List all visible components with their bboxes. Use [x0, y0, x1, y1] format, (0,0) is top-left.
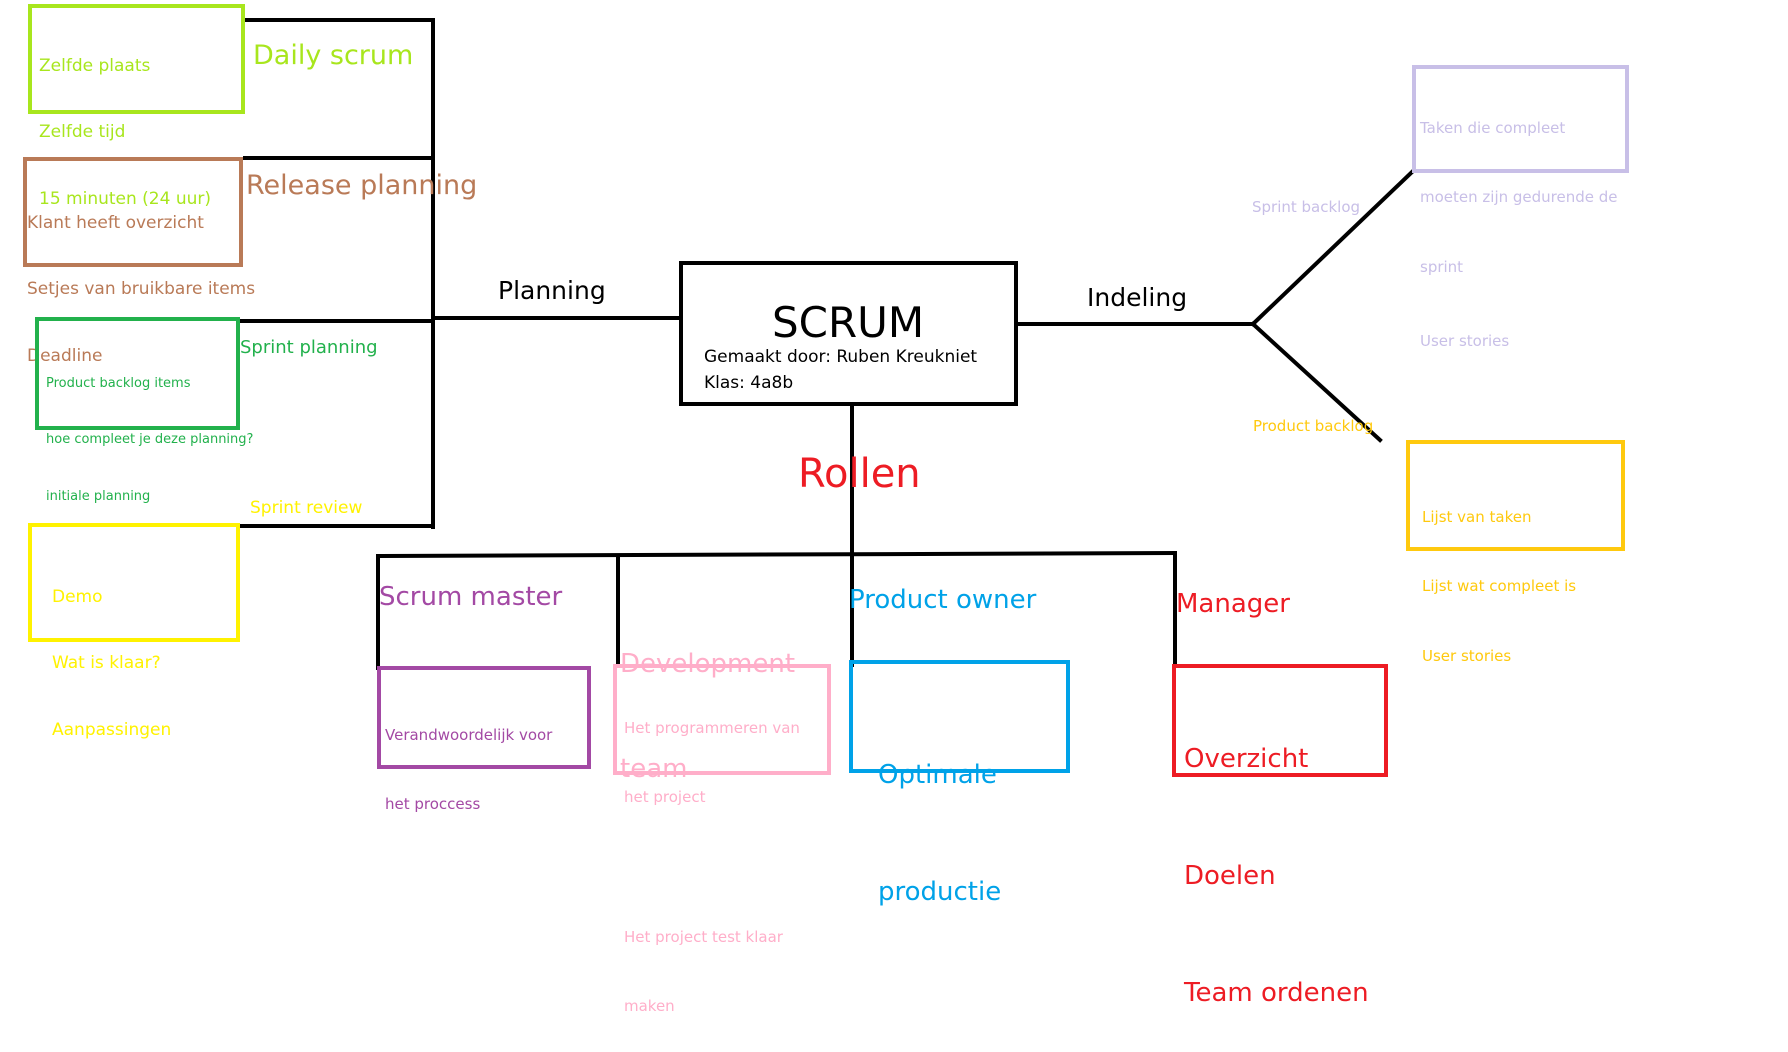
note-line: Lijst van taken — [1422, 507, 1532, 526]
note-line: User stories — [1422, 647, 1512, 665]
note-line: sprint — [1420, 258, 1464, 276]
daily-scrum-label: Daily scrum — [253, 40, 414, 71]
note-line: Doelen — [1184, 861, 1276, 891]
connector-lines — [236, 18, 1415, 670]
note-line — [624, 856, 800, 879]
scrum-master-box — [377, 666, 591, 769]
release-planning-label: Release planning — [246, 170, 478, 201]
note-line: Klant heeft overzicht — [27, 213, 204, 234]
note-line: 15 minuten (24 uur) — [39, 188, 212, 209]
manager-notes: Overzicht Doelen Team ordenen — [1184, 662, 1369, 1052]
note-line: maken — [624, 997, 675, 1016]
note-line: Deadline — [27, 345, 103, 366]
note-line: Verandwoordelijk voor — [385, 725, 553, 744]
development-team-box — [613, 664, 831, 775]
note-line: Zelfde tijd — [39, 122, 126, 143]
note-line: Wat is klaar? — [52, 653, 161, 674]
manager-label: Manager — [1176, 589, 1290, 619]
development-team-notes: Het programmeren van het project Het pro… — [624, 670, 800, 1042]
scrum-title: SCRUM — [772, 298, 925, 347]
klas-text: Klas: 4a8b — [704, 373, 794, 393]
note-line: Het project test klaar — [624, 927, 783, 946]
product-owner-box — [849, 660, 1070, 773]
sprint-backlog-label: Sprint backlog — [1252, 198, 1361, 216]
release-planning-notes: Klant heeft overzicht Setjes van bruikba… — [27, 168, 255, 389]
connector-sprint-backlog — [1250, 169, 1415, 327]
product-owner-notes: Optimale productie — [878, 678, 1001, 951]
daily-scrum-box — [28, 4, 245, 114]
note-line: het project — [624, 788, 706, 807]
sprint-backlog-box — [1412, 65, 1629, 173]
note-line: het proccess — [385, 795, 481, 814]
product-backlog-notes: Lijst van taken Lijst wat compleet is Us… — [1422, 459, 1576, 692]
sprint-planning-notes: Product backlog items hoe compleet je de… — [46, 337, 253, 525]
release-planning-box — [23, 157, 243, 267]
daily-scrum-notes: Zelfde plaats Zelfde tijd 15 minuten (24… — [39, 11, 211, 232]
note-line: User stories — [1420, 331, 1510, 350]
scrum-master-notes: Verandwoordelijk voor het proccess — [385, 677, 552, 840]
sprint-review-notes: Demo Wat is klaar? Aanpassingen — [52, 542, 171, 763]
indeling-label: Indeling — [1087, 283, 1188, 312]
note-line: Optimale — [878, 760, 997, 790]
note-line: Lijst wat compleet is — [1422, 577, 1577, 596]
note-line: hoe compleet je deze planning? — [46, 432, 254, 448]
product-owner-label: Product owner — [849, 585, 1037, 615]
product-backlog-label: Product backlog — [1253, 417, 1374, 435]
sprint-planning-label: Sprint planning — [240, 337, 378, 358]
sprint-backlog-notes: Taken die compleet moeten zijn gedurende… — [1420, 70, 1618, 376]
note-line: moeten zijn gedurende de — [1420, 188, 1618, 207]
note-line: initiale planning — [46, 488, 151, 504]
sprint-review-label: Sprint review — [250, 498, 363, 518]
manager-box — [1172, 664, 1388, 777]
note-line: Het programmeren van — [624, 718, 800, 737]
note-line: Setjes van bruikbare items — [27, 279, 256, 300]
note-line: Aanpassingen — [52, 719, 172, 740]
note-line: Team ordenen — [1184, 978, 1369, 1008]
note-line: Product backlog items — [46, 375, 191, 391]
note-line: Overzicht — [1184, 744, 1309, 774]
note-line: Zelfde plaats — [39, 56, 151, 77]
planning-label: Planning — [498, 276, 606, 305]
sprint-review-box — [28, 523, 240, 642]
scrum-master-label: Scrum master — [379, 582, 563, 612]
sprint-planning-box — [35, 317, 240, 430]
roles-bar — [375, 550, 1178, 559]
label-line: team — [620, 754, 688, 785]
scrum-center-box — [679, 261, 1018, 406]
made-by-text: Gemaakt door: Ruben Kreukniet — [704, 347, 978, 367]
note-line: productie — [878, 877, 1002, 907]
note-line: Taken die compleet — [1420, 118, 1566, 137]
connector-product-backlog — [1250, 321, 1383, 443]
rollen-label: Rollen — [798, 451, 921, 497]
product-backlog-box — [1406, 440, 1625, 551]
note-line: Demo — [52, 587, 103, 608]
